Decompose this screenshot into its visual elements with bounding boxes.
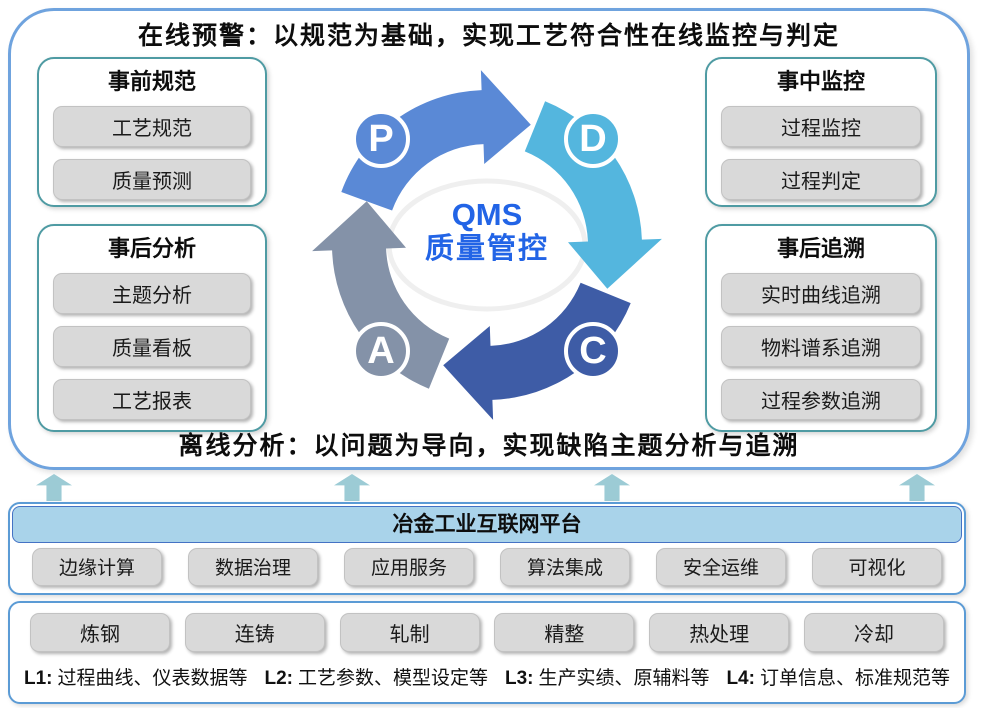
block-process-judgment: 过程判定 bbox=[721, 159, 921, 200]
block-finishing: 精整 bbox=[494, 612, 635, 652]
level-l4-text: 订单信息、标准规范等 bbox=[759, 667, 950, 689]
block-process-parameter-trace: 过程参数追溯 bbox=[721, 379, 921, 420]
block-security-operations: 安全运维 bbox=[656, 547, 786, 586]
pdca-cycle-diagram: P D C A bbox=[312, 70, 662, 420]
pdca-badge-a bbox=[352, 322, 410, 380]
up-arrow bbox=[334, 474, 370, 501]
block-edge-computing: 边缘计算 bbox=[32, 547, 162, 586]
block-algorithm-integration: 算法集成 bbox=[500, 547, 630, 586]
pdca-letter-c: C bbox=[579, 330, 606, 372]
offline-analysis-title: 离线分析：以问题为导向，实现缺陷主题分析与追溯 bbox=[178, 432, 800, 460]
platform-capabilities-row: 边缘计算 数据治理 应用服务 算法集成 安全运维 可视化 bbox=[32, 547, 942, 586]
pdca-letter-d: D bbox=[579, 118, 606, 160]
panel-in-process-monitoring: 事中监控 过程监控 过程判定 bbox=[705, 57, 937, 207]
pdca-arc-check bbox=[443, 282, 631, 420]
level-l1-label: L1: bbox=[24, 667, 53, 689]
panel-title: 事前规范 bbox=[107, 69, 196, 94]
level-l1-text: 过程曲线、仪表数据等 bbox=[57, 667, 248, 689]
pdca-letter-p: P bbox=[368, 118, 393, 160]
block-heat-treatment: 热处理 bbox=[649, 612, 790, 652]
block-cooling: 冷却 bbox=[803, 612, 944, 652]
block-application-services: 应用服务 bbox=[344, 547, 474, 586]
platform-title-bar: 冶金工业互联网平台 bbox=[12, 506, 962, 543]
block-steelmaking: 炼钢 bbox=[30, 612, 170, 652]
level-l2-text: 工艺参数、模型设定等 bbox=[297, 667, 488, 689]
level-l3-label: L3: bbox=[504, 667, 534, 689]
pdca-arc-plan bbox=[341, 70, 531, 211]
up-arrow bbox=[36, 474, 72, 501]
panel-title: 事后追溯 bbox=[776, 236, 865, 261]
block-rolling: 轧制 bbox=[339, 612, 480, 652]
pdca-center-label: QMS 质量管控 bbox=[377, 197, 597, 267]
block-process-report: 工艺报表 bbox=[53, 379, 251, 420]
panel-post-trace: 事后追溯 实时曲线追溯 物料谱系追溯 过程参数追溯 bbox=[705, 224, 937, 432]
panel-pre-specification: 事前规范 工艺规范 质量预测 bbox=[37, 57, 267, 207]
block-topic-analysis: 主题分析 bbox=[53, 273, 251, 314]
level-l4-label: L4: bbox=[726, 667, 755, 689]
block-process-monitoring: 过程监控 bbox=[721, 106, 921, 147]
data-levels-row: L1:过程曲线、仪表数据等 L2:工艺参数、模型设定等 L3:生产实绩、原辅料等… bbox=[24, 662, 950, 690]
pdca-letter-a: A bbox=[367, 330, 394, 372]
block-realtime-curve-trace: 实时曲线追溯 bbox=[721, 273, 921, 314]
qms-label: QMS bbox=[451, 197, 523, 232]
pdca-badge-d bbox=[564, 110, 622, 168]
industrial-internet-platform-section: 冶金工业互联网平台 边缘计算 数据治理 应用服务 算法集成 安全运维 可视化 bbox=[8, 502, 966, 595]
pdca-badge-p bbox=[352, 110, 410, 168]
pdca-badge-c bbox=[564, 322, 622, 380]
block-material-genealogy-trace: 物料谱系追溯 bbox=[721, 326, 921, 367]
block-quality-board: 质量看板 bbox=[53, 326, 251, 367]
level-l2: L2:工艺参数、模型设定等 bbox=[264, 663, 488, 690]
quality-control-label: 质量管控 bbox=[424, 233, 549, 265]
block-visualization: 可视化 bbox=[812, 547, 942, 586]
process-stages-section: 炼钢 连铸 轧制 精整 热处理 冷却 L1:过程曲线、仪表数据等 L2:工艺参数… bbox=[8, 601, 966, 704]
up-arrow bbox=[899, 474, 935, 501]
level-l3: L3:生产实绩、原辅料等 bbox=[505, 663, 710, 690]
pdca-arc-do bbox=[524, 101, 662, 289]
up-arrow bbox=[594, 474, 630, 501]
panel-title: 事后分析 bbox=[107, 236, 196, 261]
pdca-arc-act bbox=[312, 201, 450, 389]
level-l3-text: 生产实绩、原辅料等 bbox=[538, 667, 710, 689]
online-warning-title: 在线预警：以规范为基础，实现工艺符合性在线监控与判定 bbox=[137, 22, 840, 50]
block-data-governance: 数据治理 bbox=[188, 547, 318, 586]
level-l1: L1:过程曲线、仪表数据等 bbox=[24, 663, 248, 690]
main-cycle-container: 在线预警：以规范为基础，实现工艺符合性在线监控与判定 事前规范 工艺规范 质量预… bbox=[8, 8, 970, 470]
block-process-spec: 工艺规范 bbox=[53, 106, 251, 147]
level-l2-label: L2: bbox=[264, 667, 293, 689]
process-stages-row: 炼钢 连铸 轧制 精整 热处理 冷却 bbox=[30, 612, 944, 652]
block-continuous-casting: 连铸 bbox=[184, 612, 325, 652]
block-quality-prediction: 质量预测 bbox=[53, 159, 251, 200]
panel-post-analysis: 事后分析 主题分析 质量看板 工艺报表 bbox=[37, 224, 267, 432]
level-l4: L4:订单信息、标准规范等 bbox=[726, 663, 950, 690]
panel-title: 事中监控 bbox=[776, 69, 865, 94]
